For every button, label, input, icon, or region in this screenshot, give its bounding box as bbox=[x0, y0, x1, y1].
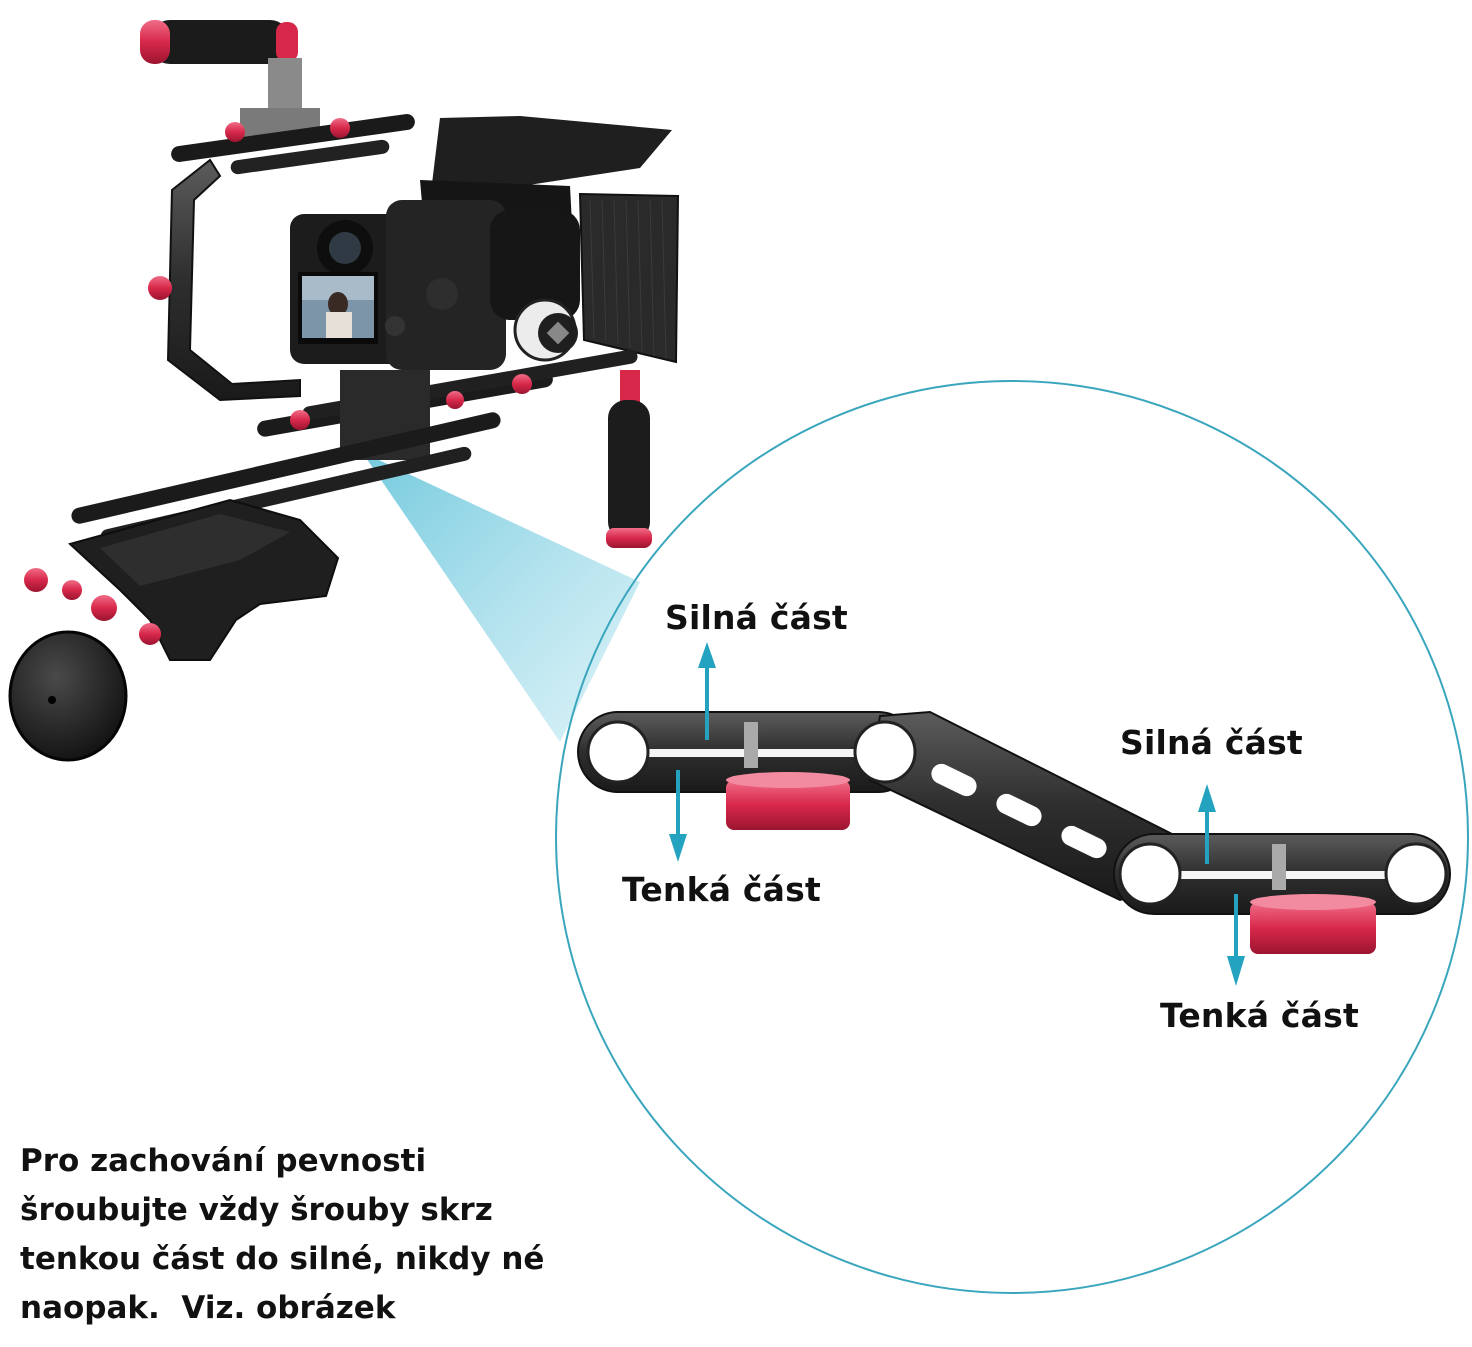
note-line: šroubujte vždy šrouby skrz bbox=[20, 1192, 493, 1228]
note-line: Pro zachování pevnosti bbox=[20, 1143, 427, 1179]
label-thin-part-right: Tenká část bbox=[1160, 996, 1359, 1035]
note-line: naopak. Viz. obrázek bbox=[20, 1290, 396, 1326]
instruction-note: Pro zachování pevnosti šroubujte vždy šr… bbox=[20, 1137, 545, 1333]
counterweight-disc bbox=[10, 632, 126, 760]
label-thin-part-left: Tenká část bbox=[622, 870, 821, 909]
top-handle bbox=[140, 20, 320, 138]
camera-rig-photo bbox=[8, 20, 680, 762]
note-line: tenkou část do silné, nikdy né bbox=[20, 1241, 545, 1277]
red-knob-right bbox=[1250, 894, 1376, 954]
arrow-up-strong-left bbox=[698, 642, 716, 740]
zoom-circle bbox=[555, 380, 1469, 1294]
red-knob-left bbox=[726, 772, 850, 830]
arrow-down-thin-left bbox=[669, 770, 687, 862]
rod-bracket-closeup bbox=[577, 710, 1451, 954]
arrow-up-strong-right bbox=[1198, 784, 1216, 864]
arrow-down-thin-right bbox=[1227, 894, 1245, 986]
label-strong-part-left: Silná část bbox=[665, 598, 848, 637]
zoom-highlight-beam bbox=[362, 452, 640, 742]
label-strong-part-right: Silná část bbox=[1120, 723, 1303, 762]
